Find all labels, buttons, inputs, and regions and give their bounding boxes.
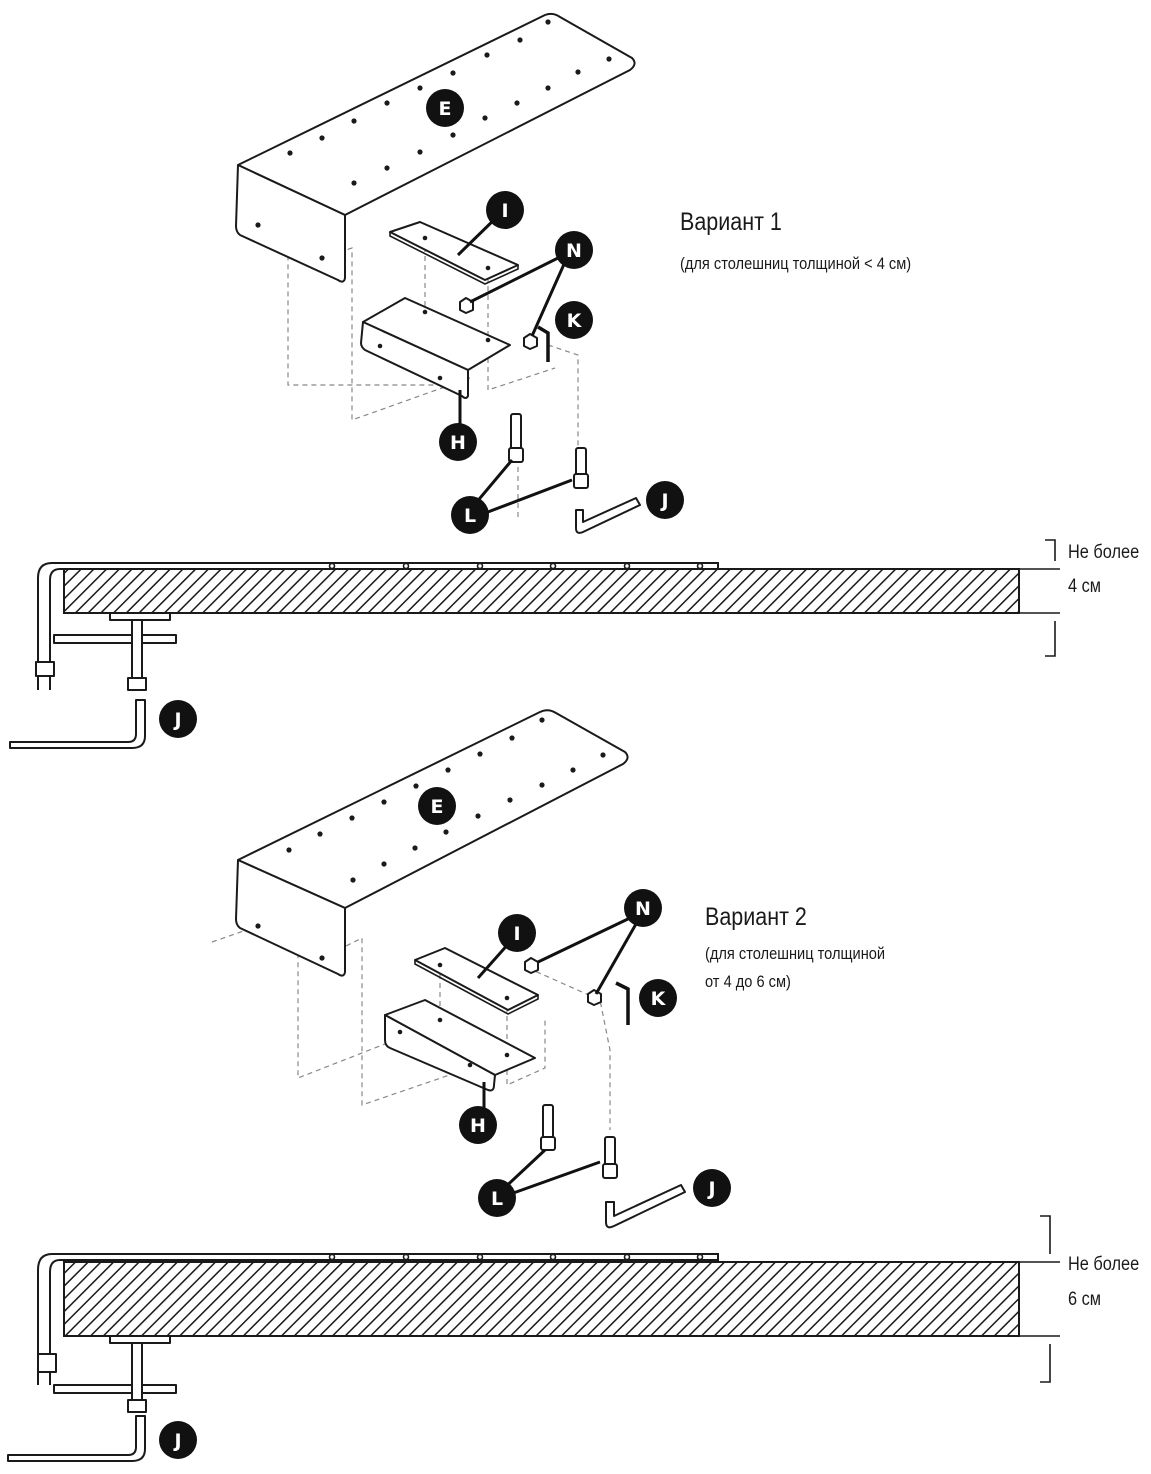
- callout-h-1: H: [439, 423, 477, 461]
- svg-text:K: K: [651, 988, 667, 1010]
- screw-l-2: [540, 1104, 618, 1179]
- svg-text:E: E: [439, 98, 452, 120]
- nut-n-2: [524, 957, 602, 1006]
- svg-text:J: J: [706, 1178, 715, 1200]
- variant-2-subtitle-line2: от 4 до 6 см): [705, 972, 791, 991]
- callout-k-2: K: [639, 979, 677, 1017]
- callout-h-2: H: [459, 1106, 497, 1144]
- variant-2-exploded-view: [211, 709, 686, 1229]
- svg-text:H: H: [470, 1115, 486, 1137]
- svg-text:I: I: [513, 923, 520, 945]
- callout-k-1: K: [555, 301, 593, 339]
- callout-j-1: J: [646, 481, 684, 519]
- svg-text:J: J: [172, 709, 181, 731]
- svg-text:J: J: [172, 1430, 181, 1452]
- callout-i-1: I: [486, 191, 524, 229]
- bracket-e-holes: [255, 19, 612, 261]
- callout-j-1b: J: [159, 700, 197, 738]
- svg-text:I: I: [501, 200, 508, 222]
- variant-2-dimension-line1: Не более: [1068, 1254, 1140, 1275]
- callout-i-2: I: [498, 914, 536, 952]
- tabletop-1: [63, 568, 1020, 614]
- hex-key-j-2: [605, 1184, 686, 1229]
- variant-2-subtitle-line1: (для столешниц толщиной: [705, 944, 886, 963]
- variant-1-dimension-line2: 4 см: [1068, 576, 1102, 597]
- svg-text:N: N: [566, 240, 582, 262]
- callout-e-1: E: [426, 89, 464, 127]
- nut-n: [459, 297, 538, 350]
- svg-text:H: H: [450, 432, 466, 454]
- hex-key-k: [537, 325, 550, 362]
- callout-n-2: N: [624, 889, 662, 927]
- bracket-h-2: [384, 999, 536, 1092]
- svg-text:L: L: [464, 505, 476, 527]
- variant-1-subtitle: (для столешниц толщиной < 4 см): [680, 254, 912, 273]
- hex-key-k-2: [615, 981, 630, 1025]
- variant-1-dimension-line1: Не более: [1068, 542, 1140, 563]
- variant-1-title: Вариант 1: [680, 208, 782, 236]
- screw-l: [508, 413, 589, 489]
- svg-text:K: K: [567, 310, 583, 332]
- callout-n-1: N: [555, 231, 593, 269]
- hex-key-j: [575, 497, 641, 534]
- top-plate-holes-2: [328, 1253, 704, 1261]
- svg-text:L: L: [491, 1188, 503, 1210]
- bracket-e-2: [235, 709, 629, 977]
- plate-i: [389, 221, 519, 285]
- bracket-e-2-holes: [255, 717, 606, 961]
- bracket-h: [360, 297, 511, 399]
- callout-e-2: E: [418, 787, 456, 825]
- callout-j-2: J: [693, 1169, 731, 1207]
- callout-l-2: L: [478, 1179, 516, 1217]
- plate-i-2: [414, 947, 539, 1015]
- callout-badges: E I N K H L J J E I N K H L J J: [159, 89, 731, 1459]
- variant-1-tabletop-section: [9, 539, 1060, 749]
- svg-text:N: N: [635, 898, 651, 920]
- tabletop-2: [63, 1261, 1020, 1337]
- variant-2-dimension-line2: 6 см: [1068, 1289, 1102, 1310]
- svg-text:E: E: [431, 796, 444, 818]
- callout-l-1: L: [451, 496, 489, 534]
- variant-2-tabletop-section: [7, 1215, 1060, 1462]
- svg-text:J: J: [659, 490, 668, 512]
- callout-j-2b: J: [159, 1421, 197, 1459]
- top-plate-holes: [328, 562, 704, 570]
- variant-2-title: Вариант 2: [705, 903, 807, 931]
